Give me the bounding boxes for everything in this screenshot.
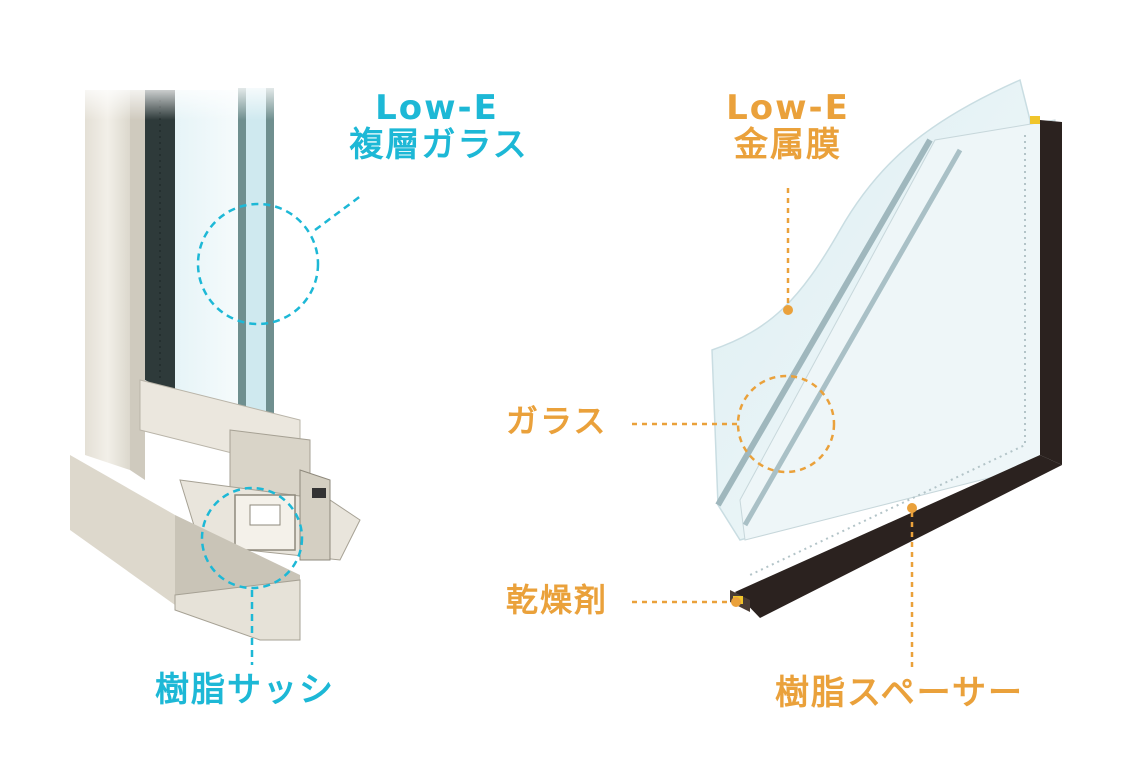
double-glass-unit-illustration	[711, 78, 1062, 618]
resin-sash-label: 樹脂サッシ	[155, 670, 335, 710]
desiccant-label: 乾燥剤	[506, 581, 609, 619]
low-e-glass-callout	[196, 193, 363, 326]
glass-label: ガラス	[506, 402, 608, 440]
low-e-glass-label-line2: 複層ガラス	[349, 125, 529, 166]
low-e-film-label-line1: Low-E	[726, 88, 850, 128]
low-e-film-callout	[783, 188, 793, 315]
resin-sash-callout	[200, 486, 304, 665]
desiccant-callout	[632, 597, 741, 607]
low-e-film-label-line2: 金属膜	[734, 125, 842, 166]
glass-callout	[632, 374, 836, 474]
low-e-glass-label-line1: Low-E	[375, 88, 499, 128]
low-e-glass-label: Low-E 複層ガラス	[349, 88, 526, 165]
resin-spacer-callout	[907, 503, 917, 668]
resin-spacer-label: 樹脂スペーサー	[775, 673, 1024, 713]
resin-sash-illustration	[60, 80, 361, 641]
low-e-film-label: Low-E 金属膜	[718, 88, 858, 166]
